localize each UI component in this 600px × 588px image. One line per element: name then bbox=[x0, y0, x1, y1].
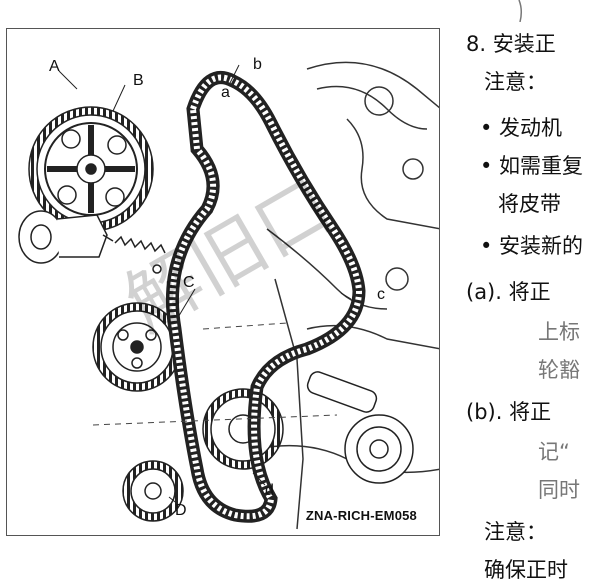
note-label-1: 注意： bbox=[484, 70, 547, 94]
timing-belt-figure: A B C D a b c d 解旧口 ZNA-RICH-EM058 bbox=[6, 28, 440, 536]
bullet-1: • 发动机 bbox=[480, 116, 563, 140]
scan-mark bbox=[518, 0, 524, 23]
section-heading: 8. 安装正 bbox=[466, 32, 556, 56]
leader-lines bbox=[58, 64, 352, 506]
step-a: (a). 将正 bbox=[466, 280, 551, 304]
crankshaft-sprocket bbox=[122, 460, 184, 522]
label-b: b bbox=[253, 56, 262, 73]
crank-pulley-right bbox=[306, 371, 414, 484]
step-b: (b). 将正 bbox=[466, 400, 552, 424]
figure-code: ZNA-RICH-EM058 bbox=[305, 508, 417, 523]
reference-lines bbox=[92, 322, 338, 426]
step-b-line-3: 同时 bbox=[538, 478, 580, 502]
step-b-line-2: 记“ bbox=[538, 440, 570, 464]
step-a-line-2: 上标 bbox=[538, 320, 580, 344]
label-D: D bbox=[175, 502, 187, 519]
belt-tensioner bbox=[18, 210, 166, 274]
label-B: B bbox=[133, 72, 144, 89]
step-a-line-3: 轮豁 bbox=[538, 358, 580, 382]
label-a: a bbox=[221, 84, 230, 101]
closing-line: 确保正时 bbox=[484, 558, 568, 582]
label-A: A bbox=[49, 58, 60, 75]
timing-belt-diagram: A B C D a b c d bbox=[18, 56, 439, 530]
label-C: C bbox=[183, 274, 195, 291]
note-label-2: 注意： bbox=[484, 520, 547, 544]
idler-pulley bbox=[202, 388, 284, 470]
bullet-2-continued: 将皮带 bbox=[498, 192, 561, 216]
camshaft-sprocket bbox=[28, 106, 154, 232]
bullet-3: • 安装新的 bbox=[480, 234, 584, 258]
bullet-2: • 如需重复 bbox=[480, 154, 584, 178]
label-c: c bbox=[377, 286, 385, 303]
instruction-text: 8. 安装正 注意： • 发动机 • 如需重复 将皮带 • 安装新的 (a). … bbox=[466, 0, 600, 588]
water-pump-sprocket bbox=[92, 302, 182, 392]
timing-belt bbox=[166, 71, 366, 523]
label-d: d bbox=[265, 482, 274, 499]
